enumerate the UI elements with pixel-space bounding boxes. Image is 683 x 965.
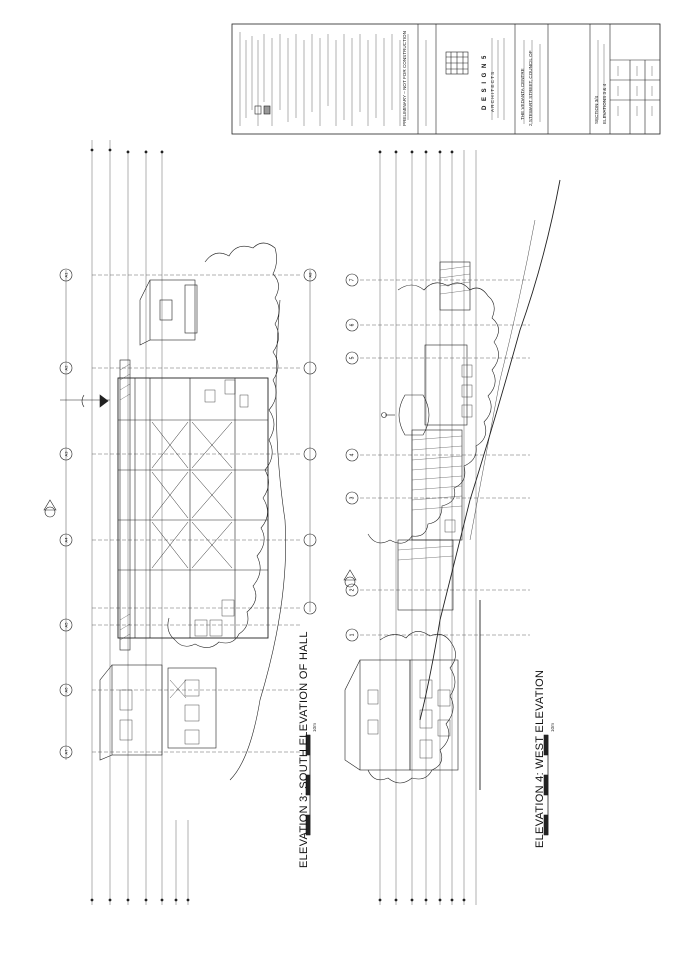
grid-label-elev4: 3 — [350, 496, 356, 499]
scale-label-elev3: 10m — [312, 723, 317, 732]
elevation-3-title: ELEVATION 3: SOUTH ELEVATION OF HALL — [298, 631, 310, 868]
firm-logo — [445, 51, 469, 75]
grid-label-elev3: A5 — [64, 622, 69, 628]
firm-subtitle: A R C H I T E C T S — [490, 71, 495, 112]
elevation-4-title: ELEVATION 4: WEST ELEVATION — [534, 669, 546, 848]
grid-label-elev3: A4 — [64, 537, 69, 543]
grid-label-elev3: A6 — [64, 687, 69, 693]
scale-label-elev4: 10m — [550, 723, 555, 732]
elevation-3-south — [43, 242, 317, 836]
grid-label-elev4: 7 — [350, 278, 356, 281]
firm-name: D E S I G N 5 — [482, 54, 488, 110]
sheet-title: SECTION 3/4 — [594, 95, 599, 124]
project-address: 2 STEWART STREET, COUNCIL OF — [528, 50, 533, 126]
preliminary-note: PRELIMINARY – NOT FOR CONSTRUCTION — [402, 31, 407, 126]
sheet-subtitle: ELEVATIONS 3 & 4 — [602, 83, 607, 124]
grid-label-elev3: A1 — [64, 272, 69, 278]
title-block — [231, 23, 661, 135]
scale-bar-elev4 — [543, 734, 549, 836]
grid-label-elev4: 4 — [350, 453, 356, 456]
grid-label-elev3: A7 — [64, 749, 69, 755]
grid-label-elev4: 6 — [350, 323, 356, 326]
grid-label-elev3: A8 — [308, 272, 313, 278]
annotation-leaders — [91, 140, 477, 905]
elevation-4-west — [343, 179, 561, 836]
grid-label-elev3: A3 — [64, 451, 69, 457]
project-name: THE VEDANTA CENTRE — [520, 68, 525, 120]
grid-label-elev4: 5 — [350, 356, 356, 359]
grid-label-elev4: 1 — [350, 633, 356, 636]
grid-label-elev3: A2 — [64, 365, 69, 371]
scale-bar-elev3 — [305, 734, 311, 836]
grid-label-elev4: 2 — [350, 588, 356, 591]
